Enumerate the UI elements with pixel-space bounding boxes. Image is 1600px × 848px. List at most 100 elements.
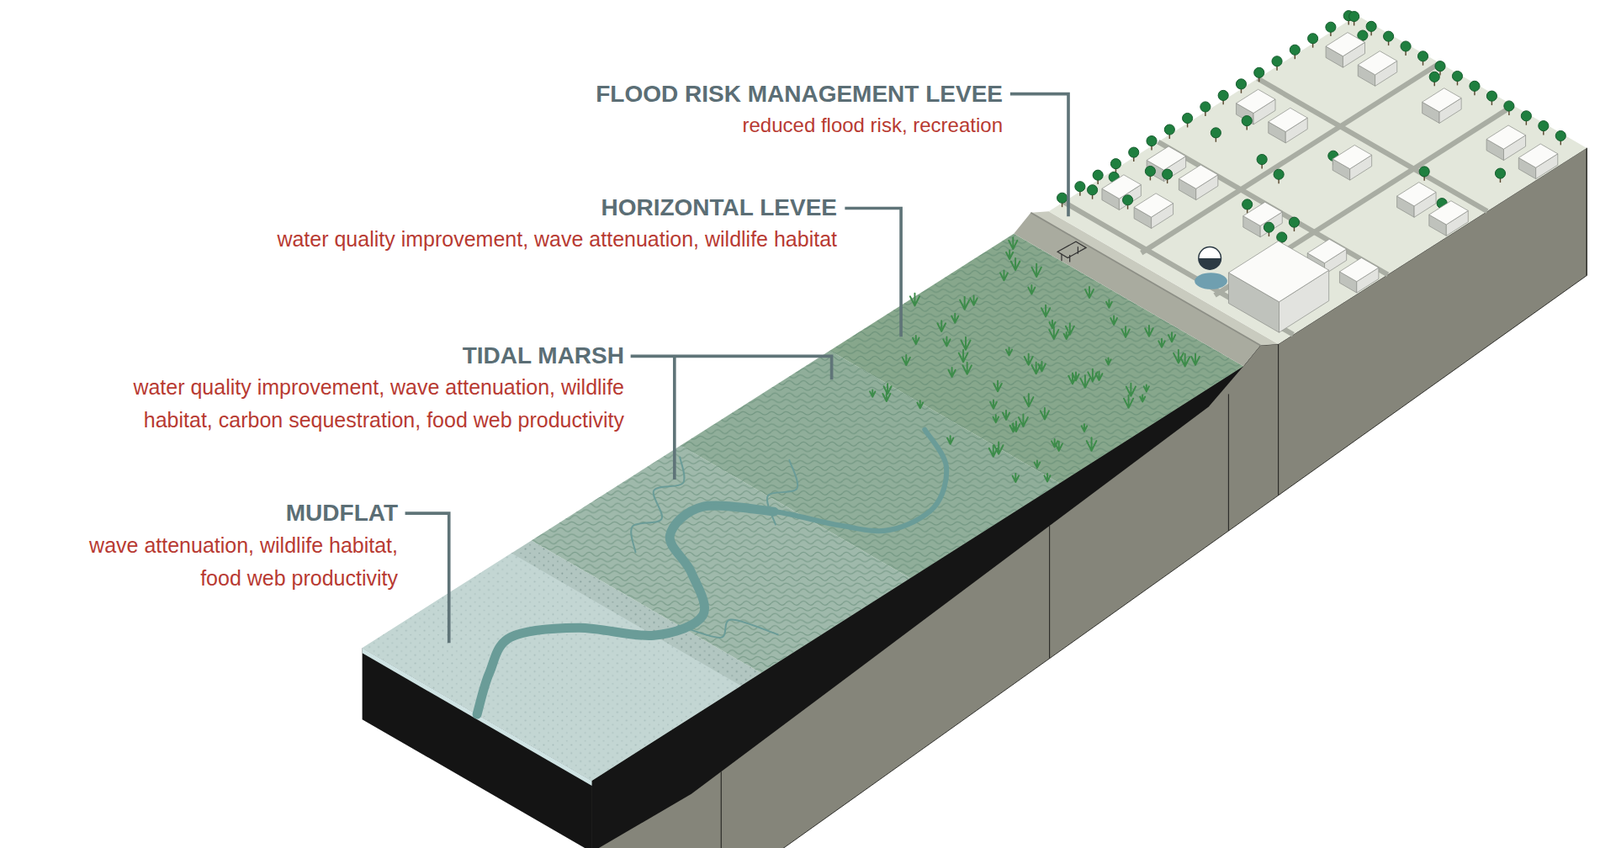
marsh-plant — [1158, 339, 1166, 348]
marsh-plant — [947, 435, 954, 445]
marsh-plant — [1072, 371, 1079, 381]
tank — [1198, 258, 1222, 270]
city-ground — [1049, 15, 1587, 345]
marsh-plant — [1002, 410, 1010, 420]
house — [1429, 201, 1468, 225]
tree — [1087, 185, 1098, 196]
marsh-plant — [1008, 237, 1018, 250]
callout-heading: HORIZONTAL LEVEE — [600, 194, 838, 222]
marsh-plant — [916, 400, 923, 408]
tidal-creek — [767, 460, 798, 525]
benefit-list: water quality improvement, wave attenuat… — [276, 226, 838, 253]
marsh-plant — [1006, 249, 1013, 260]
house — [1339, 257, 1378, 281]
tidal-creek — [678, 619, 778, 638]
tree — [1288, 217, 1299, 228]
tree — [1504, 100, 1515, 112]
river-channel — [476, 505, 774, 715]
tree — [1057, 192, 1068, 203]
marsh-plant — [1191, 354, 1200, 366]
marsh-plant — [869, 389, 875, 397]
tree — [1451, 70, 1463, 81]
benefit-list: water quality improvement, wave attenuat… — [85, 370, 625, 437]
leader-bracket — [630, 355, 832, 380]
tree — [1256, 153, 1267, 165]
marsh-plant — [948, 367, 955, 377]
callout-heading: FLOOD RISK MANAGEMENT LEVEE — [595, 80, 1003, 108]
tree — [1325, 21, 1336, 32]
tree — [1486, 90, 1497, 101]
tree — [1469, 80, 1480, 91]
tree — [1383, 31, 1394, 42]
marsh-plant — [1086, 437, 1097, 451]
tree — [1308, 33, 1319, 44]
marsh-plant — [902, 354, 911, 366]
house — [1133, 193, 1173, 218]
house — [1178, 164, 1218, 189]
tree — [1123, 195, 1134, 206]
marsh-plant — [882, 391, 891, 402]
tree — [1538, 121, 1549, 132]
house — [1307, 238, 1346, 263]
marsh-plant — [1126, 383, 1136, 397]
leader-line — [1010, 94, 1069, 218]
house — [1268, 107, 1308, 132]
tree — [1271, 56, 1283, 67]
marsh-plant — [1038, 361, 1046, 372]
marsh-plant — [1031, 264, 1041, 277]
tree — [1263, 222, 1274, 233]
treatment-plant-building — [1228, 241, 1329, 302]
road — [1257, 78, 1488, 212]
tree — [1419, 166, 1430, 177]
tree — [1182, 112, 1193, 123]
house — [1332, 144, 1372, 169]
marsh-plant — [1011, 258, 1021, 271]
marsh-plant — [1027, 285, 1035, 295]
tidal-creek — [630, 456, 684, 552]
tree — [1146, 136, 1157, 147]
marsh-plant — [1123, 395, 1134, 408]
marsh-plant — [951, 313, 959, 324]
tree — [1110, 158, 1121, 170]
callout-heading: TIDAL MARSH — [462, 342, 625, 370]
house — [1101, 174, 1141, 199]
marsh-plant — [1085, 286, 1094, 298]
marsh-plant — [992, 414, 999, 423]
marsh-plant — [1121, 326, 1129, 338]
marsh-plant — [1040, 407, 1050, 420]
marsh-plant — [884, 383, 892, 394]
face-edge — [1277, 344, 1279, 496]
house — [1397, 182, 1436, 207]
tree — [1235, 79, 1246, 90]
tree — [1254, 67, 1265, 78]
face-edge — [1586, 148, 1588, 276]
leader-line — [672, 355, 677, 480]
tree — [1366, 21, 1377, 32]
tree — [1075, 181, 1086, 192]
marsh-plant — [1106, 357, 1112, 365]
house — [1486, 125, 1526, 149]
tree — [1555, 130, 1566, 141]
marsh-plant — [990, 399, 997, 408]
marsh-plant — [1173, 349, 1184, 364]
marsh-plant — [1144, 325, 1153, 337]
marsh-plant — [1064, 332, 1070, 340]
tree — [1241, 116, 1252, 127]
callout-heading: MUDFLAT — [286, 499, 398, 527]
tree — [1128, 147, 1140, 158]
benefit-list: reduced flood risk, recreation — [742, 112, 1004, 138]
house — [1236, 89, 1276, 113]
marsh-plant — [1087, 369, 1097, 382]
marsh-plant — [910, 293, 920, 307]
house — [1325, 32, 1365, 57]
benefit-list: wave attenuation, wildlife habitat, food… — [61, 529, 398, 595]
pond — [1194, 272, 1228, 289]
marsh-plant — [937, 320, 946, 332]
tree — [1144, 165, 1155, 176]
tree — [1273, 169, 1284, 180]
tree — [1162, 169, 1173, 180]
marsh-plant — [1034, 460, 1041, 468]
tree — [1242, 199, 1253, 210]
leader-lines — [405, 94, 1069, 644]
